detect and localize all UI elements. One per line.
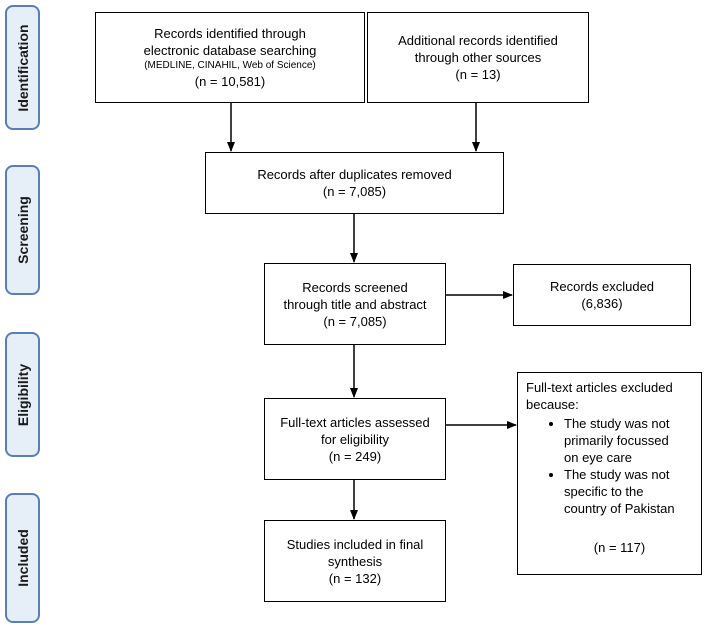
screened-line2: through title and abstract (283, 296, 427, 312)
identified-db-line2: electronic database searching (143, 43, 317, 58)
duplicates-line1: Records after duplicates removed (257, 167, 452, 182)
records-excluded-count: (6,836) (581, 296, 623, 311)
screened-line1: Records screened (302, 279, 408, 295)
phase-label-eligibility: Eligibility (5, 332, 40, 457)
screened-count: (n = 7,085) (323, 313, 387, 329)
included-line2: synthesis (327, 553, 383, 569)
fulltext-assessed-line2: for eligibility (321, 431, 389, 447)
phase-label-included: Included (5, 493, 40, 623)
duplicates-count: (n = 7,085) (322, 184, 387, 199)
fulltext-assessed-count: (n = 249) (328, 448, 382, 464)
box-identified-database: Records identified through electronic da… (95, 12, 365, 103)
records-excluded-line1: Records excluded (549, 279, 655, 294)
identified-other-count: (n = 13) (455, 67, 501, 82)
reason2-line1: The study was not (564, 467, 670, 482)
box-fulltext-excluded: Full-text articles excluded because: The… (517, 372, 702, 575)
reason2-line3: country of Pakistan (564, 501, 675, 516)
fulltext-assessed-line1: Full-text articles assessed (280, 414, 430, 430)
identified-other-line1: Additional records identified (398, 33, 558, 48)
exclusion-reason-pakistan: The study was not specific to the countr… (564, 466, 693, 517)
included-count: (n = 132) (328, 570, 382, 586)
box-studies-included: Studies included in final synthesis (n =… (264, 520, 446, 602)
phase-label-screening: Screening (5, 165, 40, 295)
reason1-line2: primarily focussed (564, 433, 669, 448)
phase-label-identification: Identification (5, 5, 40, 130)
identified-other-line2: through other sources (414, 50, 542, 65)
included-line1: Studies included in final (286, 536, 424, 552)
box-records-excluded: Records excluded (6,836) (513, 264, 691, 326)
fulltext-excluded-heading2: because: (526, 397, 579, 412)
identified-db-count: (n = 10,581) (194, 74, 266, 89)
box-identified-other: Additional records identified through ot… (367, 12, 589, 103)
identified-db-line1: Records identified through (154, 26, 306, 41)
reason2-line2: specific to the (564, 484, 644, 499)
box-duplicates-removed: Records after duplicates removed (n = 7,… (205, 152, 504, 214)
exclusion-reasons-list: The study was not primarily focussed on … (526, 415, 693, 517)
box-fulltext-assessed: Full-text articles assessed for eligibil… (264, 398, 446, 480)
fulltext-excluded-count: (n = 117) (593, 540, 646, 555)
reason1-line3: on eye care (564, 450, 632, 465)
reason1-line1: The study was not (564, 416, 670, 431)
identified-db-sources: (MEDLINE, CINAHIL, Web of Science) (144, 60, 316, 71)
box-records-screened: Records screened through title and abstr… (264, 263, 446, 345)
exclusion-reason-eye-care: The study was not primarily focussed on … (564, 415, 693, 466)
fulltext-excluded-heading1: Full-text articles excluded (526, 380, 673, 395)
